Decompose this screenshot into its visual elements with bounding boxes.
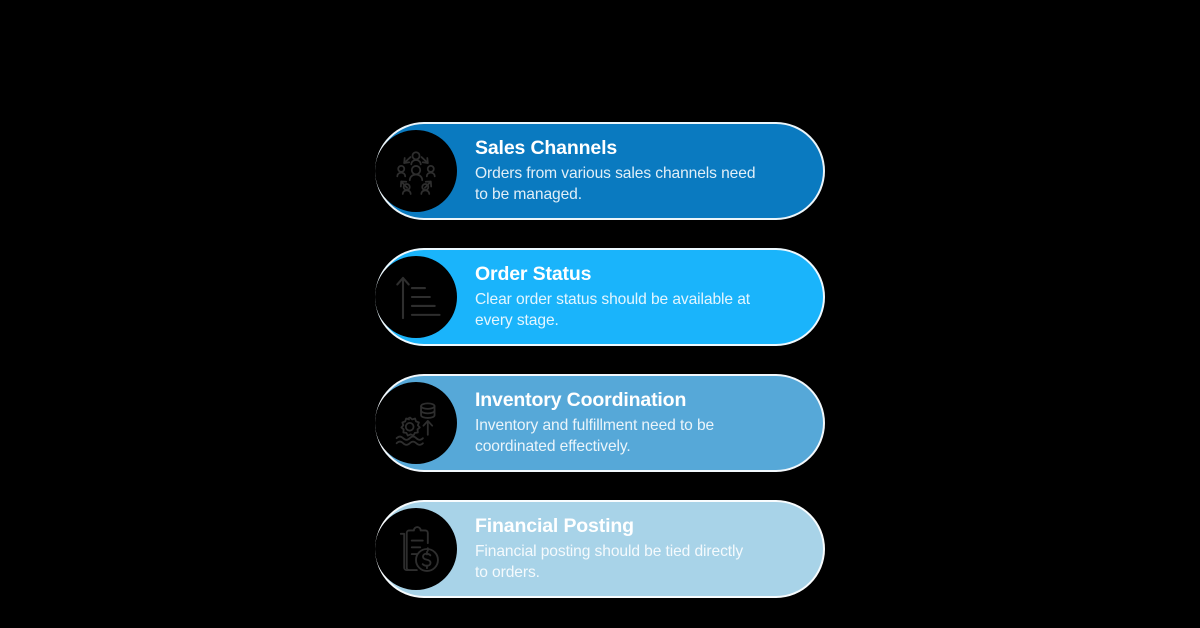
- feature-card-sales-channels[interactable]: Sales Channels Orders from various sales…: [375, 122, 825, 220]
- card-description-line: every stage.: [475, 311, 559, 329]
- card-description-line: Clear order status should be available a…: [475, 290, 751, 308]
- card-description-line: to orders.: [475, 563, 540, 581]
- card-description-line: to be managed.: [475, 185, 582, 203]
- card-description: Financial posting should be tied directl…: [475, 542, 791, 583]
- card-text-block: Inventory Coordination Inventory and ful…: [475, 389, 809, 458]
- feature-card-order-status[interactable]: Order Status Clear order status should b…: [375, 248, 825, 346]
- feature-card-financial-posting[interactable]: Financial Posting Financial posting shou…: [375, 500, 825, 598]
- card-description-line: Inventory and fulfillment need to be: [475, 416, 715, 434]
- card-description-line: coordinated effectively.: [475, 437, 631, 455]
- clipboard-dollar-icon: [375, 508, 457, 590]
- card-description: Orders from various sales channels need …: [475, 164, 791, 205]
- card-description-line: Financial posting should be tied directl…: [475, 542, 744, 560]
- card-text-block: Financial Posting Financial posting shou…: [475, 515, 809, 584]
- card-title: Financial Posting: [475, 514, 634, 537]
- card-title: Sales Channels: [475, 136, 618, 159]
- gear-database-waves-icon: [375, 382, 457, 464]
- progress-bars-arrow-icon: [375, 256, 457, 338]
- card-description: Clear order status should be available a…: [475, 290, 791, 331]
- card-title: Order Status: [475, 262, 592, 285]
- card-title: Inventory Coordination: [475, 388, 687, 411]
- feature-card-inventory-coordination[interactable]: Inventory Coordination Inventory and ful…: [375, 374, 825, 472]
- card-text-block: Sales Channels Orders from various sales…: [475, 137, 809, 206]
- card-description: Inventory and fulfillment need to be coo…: [475, 416, 791, 457]
- card-text-block: Order Status Clear order status should b…: [475, 263, 809, 332]
- people-network-icon: [375, 130, 457, 212]
- card-description-line: Orders from various sales channels need: [475, 164, 756, 182]
- feature-card-list: Sales Channels Orders from various sales…: [375, 122, 825, 598]
